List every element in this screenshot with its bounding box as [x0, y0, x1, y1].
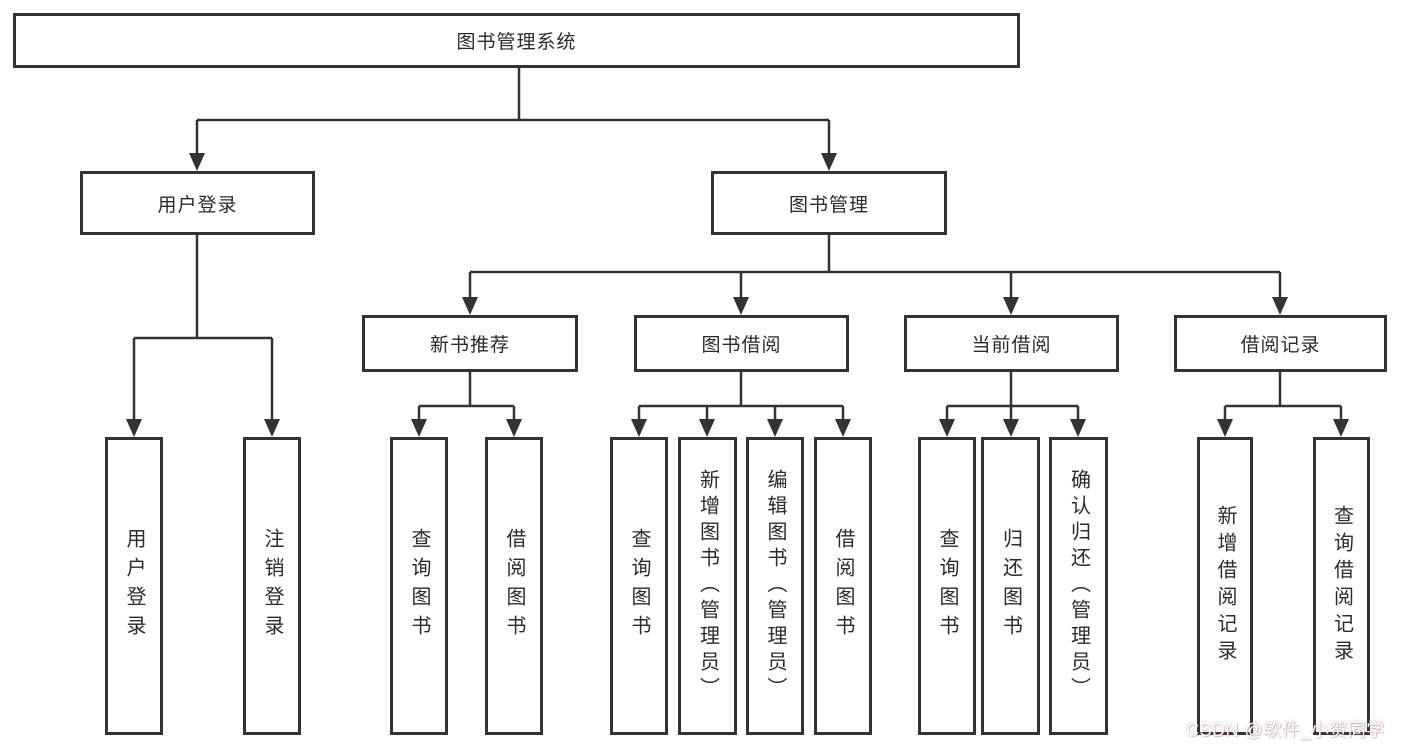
node-label: 借阅图书 [832, 528, 854, 644]
node-label: 图书借阅 [701, 335, 782, 356]
node-label: 查询借阅记录 [1330, 505, 1353, 667]
leaf-borrow-books: 借阅图书 [814, 437, 872, 735]
node-current-borrowing: 当前借阅 [904, 315, 1119, 372]
connector-borrow-to-leaves [637, 372, 845, 423]
node-label: 确认归还（管理员） [1067, 469, 1090, 703]
leaf-return-books: 归还图书 [981, 437, 1040, 735]
node-label: 借阅记录 [1240, 335, 1321, 356]
node-label: 图书管理系统 [456, 32, 577, 53]
node-book-borrowing: 图书借阅 [634, 315, 849, 372]
leaf-add-borrow-record: 新增借阅记录 [1197, 437, 1253, 735]
csdn-watermark: CSDN @软件_小贺同学 [1186, 720, 1385, 740]
node-label: 用户登录 [123, 528, 145, 644]
leaf-recommend-borrow-books: 借阅图书 [485, 437, 543, 735]
leaf-logout: 注销登录 [243, 437, 301, 735]
node-new-book-recommend: 新书推荐 [362, 315, 578, 372]
node-label: 用户登录 [157, 194, 238, 216]
node-root-system: 图书管理系统 [13, 13, 1020, 68]
node-label: 新书推荐 [429, 335, 510, 356]
leaf-confirm-return-admin: 确认归还（管理员） [1049, 437, 1108, 735]
leaf-add-books-admin: 新增图书（管理员） [678, 437, 737, 735]
node-label: 图书管理 [788, 194, 869, 216]
connector-current-to-leaves [945, 372, 1080, 423]
connector-login-to-leaves [132, 235, 274, 423]
connector-bookmgmt-to-level3 [468, 235, 1282, 301]
node-label: 编辑图书（管理员） [764, 469, 786, 703]
leaf-current-query-books: 查询图书 [918, 437, 976, 735]
node-borrowing-records: 借阅记录 [1174, 315, 1387, 372]
connector-newbook-to-leaves [417, 372, 516, 423]
leaf-recommend-query-books: 查询图书 [390, 437, 448, 735]
node-label: 借阅图书 [503, 528, 525, 644]
node-label: 新增借阅记录 [1214, 505, 1236, 667]
node-label: 当前借阅 [971, 335, 1052, 356]
node-label: 查询图书 [936, 528, 958, 644]
node-label: 查询图书 [628, 528, 650, 644]
leaf-borrow-query-books: 查询图书 [610, 437, 668, 735]
node-book-management-branch: 图书管理 [711, 171, 947, 235]
leaf-query-borrow-record: 查询借阅记录 [1313, 437, 1370, 735]
node-label: 查询图书 [408, 528, 430, 644]
node-user-login-branch: 用户登录 [80, 171, 315, 235]
connector-records-to-leaves [1223, 372, 1343, 423]
node-label: 新增图书（管理员） [696, 469, 719, 703]
leaf-edit-books-admin: 编辑图书（管理员） [746, 437, 804, 735]
node-label: 注销登录 [261, 528, 283, 644]
leaf-user-login: 用户登录 [105, 437, 163, 735]
node-label: 归还图书 [999, 528, 1022, 644]
connector-root-to-level2 [195, 68, 831, 156]
